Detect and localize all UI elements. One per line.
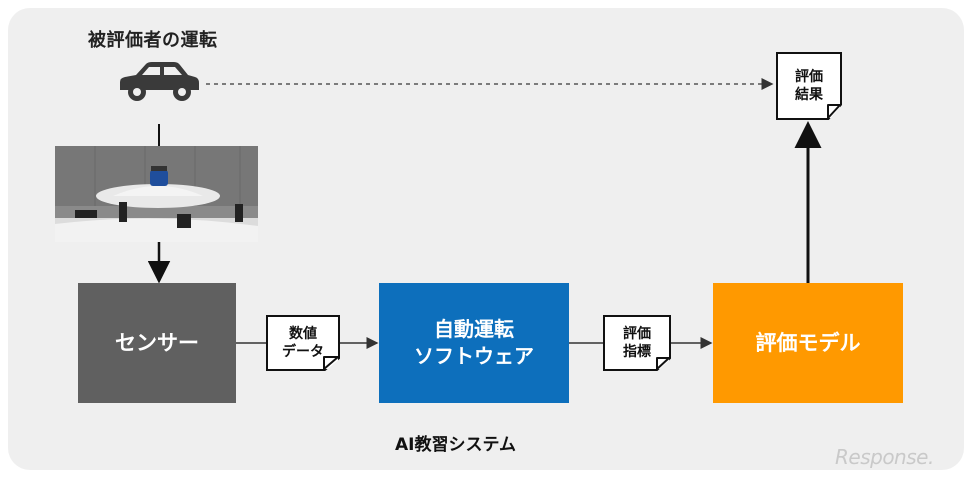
sensor-block: センサー <box>78 283 236 403</box>
ai-system-label: AI教習システム <box>395 435 516 455</box>
doc-fold-icon <box>656 357 670 370</box>
doc-numeric-data: 数値 データ <box>266 315 340 371</box>
doc-fold-icon <box>323 356 339 370</box>
response-watermark: Response. <box>835 445 934 469</box>
doc-evaluation-result: 評価 結果 <box>776 52 842 120</box>
evaluation-model-block: 評価モデル <box>713 283 903 403</box>
car-icon <box>120 62 199 101</box>
driver-label: 被評価者の運転 <box>88 30 218 51</box>
autonomous-software-block: 自動運転 ソフトウェア <box>379 283 569 403</box>
lidar-photo <box>55 146 258 242</box>
doc-fold-icon <box>827 104 841 119</box>
